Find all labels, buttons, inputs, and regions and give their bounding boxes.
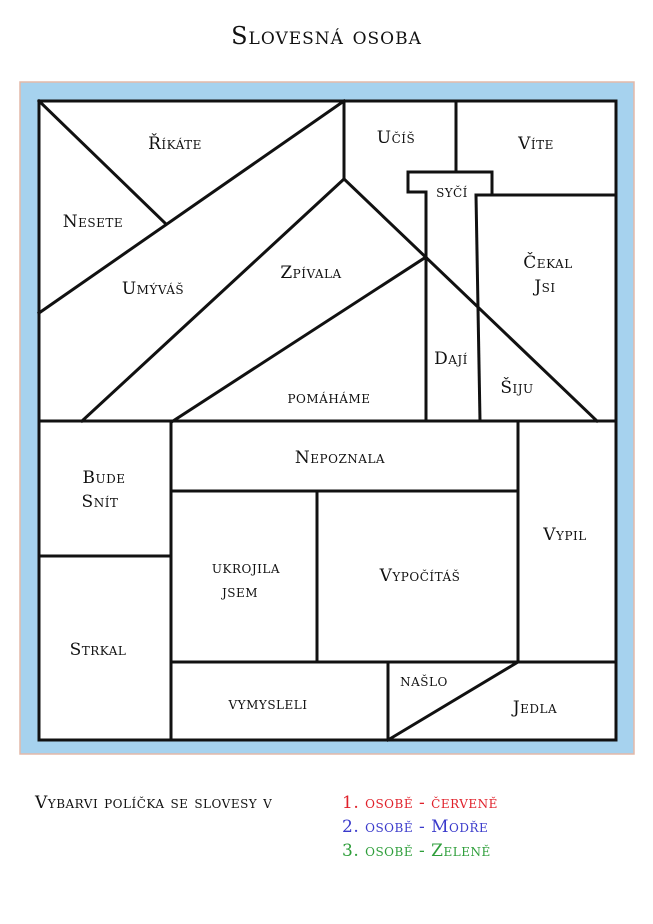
cell-ucis[interactable]: Učíš <box>377 128 415 148</box>
cell-syci[interactable]: syčí <box>436 182 468 202</box>
cell-strkal[interactable]: Strkal <box>70 640 127 660</box>
page-title: Slovesná osoba <box>231 22 422 50</box>
cell-cekal[interactable]: Čekal <box>523 252 572 273</box>
cell-vypocitas[interactable]: Vypočítáš <box>379 566 461 586</box>
cell-bude[interactable]: Bude <box>83 468 126 488</box>
cell-jsem[interactable]: jsem <box>220 582 258 602</box>
cell-vite[interactable]: Víte <box>517 134 554 154</box>
instruction-second-person: 2. osobě - Modře <box>342 817 489 837</box>
cell-daji[interactable]: Dají <box>434 349 468 369</box>
grid-lines <box>36 98 618 743</box>
cell-labels: Říkáte Nesete Umýváš Zpívala Učíš Víte s… <box>63 128 586 718</box>
cell-snit[interactable]: Snít <box>82 492 119 512</box>
cell-jedla[interactable]: Jedla <box>511 698 557 718</box>
cell-zpivala[interactable]: Zpívala <box>280 263 341 283</box>
instruction-third-person: 3. osobě - Zeleně <box>342 841 491 861</box>
cell-rikate[interactable]: Říkáte <box>148 133 202 154</box>
cell-siju[interactable]: Šiju <box>500 377 533 398</box>
instruction-prefix: Vybarvi políčka se slovesy v <box>35 793 273 813</box>
cell-nesete[interactable]: Nesete <box>63 212 123 232</box>
cell-naslo[interactable]: našlo <box>400 671 448 691</box>
cell-umyvas[interactable]: Umýváš <box>122 279 184 299</box>
cell-pomahame[interactable]: pomáháme <box>287 388 370 408</box>
cell-nepoznala[interactable]: Nepoznala <box>295 448 385 468</box>
cell-ukrojila[interactable]: ukrojila <box>212 558 280 578</box>
cell-vypil[interactable]: Vypil <box>542 525 586 545</box>
cell-jsi[interactable]: Jsi <box>532 277 555 297</box>
instruction-first-person: 1. osobě - červeně <box>342 793 498 813</box>
cell-vymysleli[interactable]: vymysleli <box>228 694 308 714</box>
